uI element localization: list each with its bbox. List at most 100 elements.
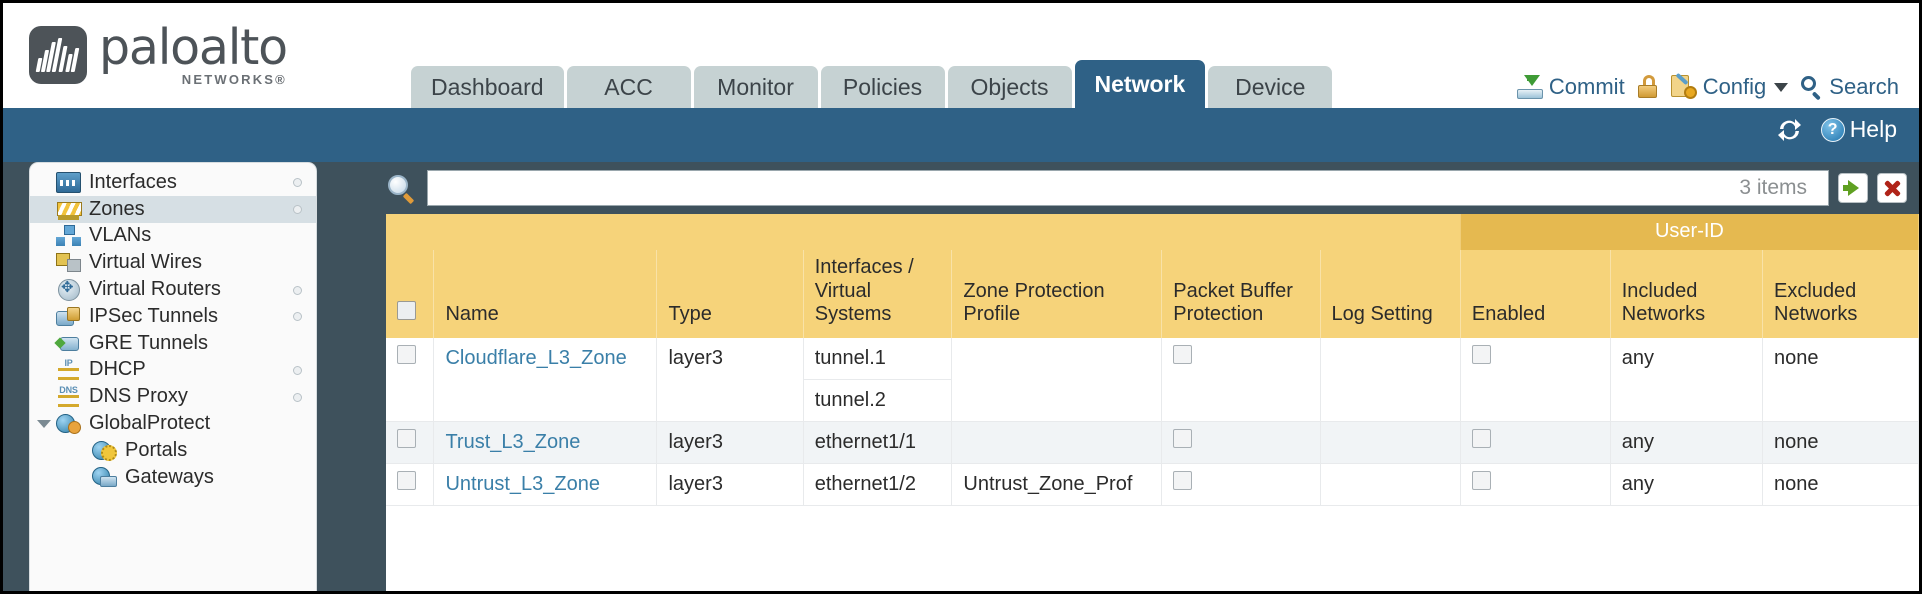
tab-device[interactable]: Device bbox=[1208, 66, 1333, 108]
sidebar-item-gateways[interactable]: Gateways bbox=[30, 464, 316, 491]
column-header-log-setting[interactable]: Log Setting bbox=[1320, 250, 1461, 338]
tab-objects[interactable]: Objects bbox=[947, 66, 1072, 108]
sidebar-item-vlans[interactable]: VLANs bbox=[30, 223, 316, 250]
sidebar-item-label: GlobalProtect bbox=[89, 412, 211, 435]
sidebar-item-status-dot bbox=[293, 178, 302, 188]
zone-name-link[interactable]: Trust_L3_Zone bbox=[445, 430, 581, 453]
config-menu[interactable]: Config bbox=[1670, 72, 1789, 100]
cell-included-networks: any bbox=[1610, 463, 1764, 506]
interface-entry: ethernet1/1 bbox=[814, 430, 916, 453]
column-header-packet-buffer-protection[interactable]: Packet Buffer Protection bbox=[1161, 250, 1321, 338]
filter-input[interactable] bbox=[427, 170, 1829, 206]
help-link[interactable]: ? Help bbox=[1820, 116, 1897, 143]
column-header-zone-protection-profile[interactable]: Zone Protection Profile bbox=[951, 250, 1163, 338]
tab-policies[interactable]: Policies bbox=[820, 66, 945, 108]
sidebar-item-virtual-wires[interactable]: Virtual Wires bbox=[30, 249, 316, 276]
row-select-cell bbox=[386, 337, 435, 422]
clear-filter-button[interactable] bbox=[1877, 173, 1907, 203]
sidebar-item-dns-proxy[interactable]: DNS DNS Proxy bbox=[30, 383, 316, 410]
sidebar-item-interfaces[interactable]: Interfaces bbox=[30, 169, 316, 196]
sidebar-item-portals[interactable]: Portals bbox=[30, 437, 316, 464]
tab-acc[interactable]: ACC bbox=[566, 66, 691, 108]
config-wrench-icon bbox=[1670, 72, 1697, 99]
config-label: Config bbox=[1702, 74, 1767, 99]
commit-download-icon bbox=[1516, 75, 1543, 99]
zone-name-link[interactable]: Untrust_L3_Zone bbox=[445, 472, 600, 495]
column-header-interfaces-virtual-systems[interactable]: Interfaces / Virtual Systems bbox=[803, 250, 953, 338]
sub-toolbar-actions: ? Help bbox=[1776, 116, 1897, 143]
column-header-enabled[interactable]: Enabled bbox=[1460, 250, 1611, 338]
search-label: Search bbox=[1829, 74, 1899, 99]
interface-entry: ethernet1/2 bbox=[814, 472, 916, 495]
cell-log-setting bbox=[1320, 337, 1461, 422]
cell-type: layer3 bbox=[656, 463, 804, 506]
portals-icon bbox=[92, 440, 117, 461]
column-header-type[interactable]: Type bbox=[656, 250, 804, 338]
cell-interfaces: ethernet1/1 bbox=[803, 421, 953, 464]
userid-enabled-checkbox[interactable] bbox=[1471, 428, 1491, 448]
sub-toolbar: ? Help bbox=[3, 108, 1919, 162]
cell-type: layer3 bbox=[656, 337, 804, 422]
tab-network[interactable]: Network bbox=[1074, 60, 1206, 108]
dns-proxy-icon: DNS bbox=[56, 385, 81, 408]
row-select-checkbox[interactable] bbox=[397, 428, 416, 448]
filter-search-icon[interactable] bbox=[386, 171, 420, 205]
sidebar-item-label: Virtual Wires bbox=[89, 251, 202, 274]
apply-filter-button[interactable] bbox=[1838, 173, 1868, 203]
cell-name: Trust_L3_Zone bbox=[433, 421, 658, 464]
virtual-wires-icon bbox=[56, 252, 81, 273]
refresh-icon[interactable] bbox=[1776, 118, 1803, 142]
logo-mark-icon bbox=[29, 25, 87, 84]
tab-monitor[interactable]: Monitor bbox=[693, 66, 818, 108]
cell-userid-enabled bbox=[1460, 463, 1611, 506]
zone-name-link[interactable]: Cloudflare_L3_Zone bbox=[445, 346, 627, 369]
packet-buffer-protection-checkbox[interactable] bbox=[1173, 344, 1193, 364]
sidebar-item-virtual-routers[interactable]: Virtual Routers bbox=[30, 276, 316, 303]
search-button[interactable]: Search bbox=[1801, 74, 1899, 100]
sidebar-item-label: Virtual Routers bbox=[89, 278, 221, 301]
sidebar-item-label: DNS Proxy bbox=[89, 385, 188, 408]
column-header-name[interactable]: Name bbox=[433, 250, 658, 338]
sidebar-item-label: Gateways bbox=[125, 465, 214, 488]
userid-enabled-checkbox[interactable] bbox=[1471, 344, 1491, 364]
column-header-excluded-networks[interactable]: Excluded Networks bbox=[1762, 250, 1919, 338]
chevron-down-icon bbox=[1774, 82, 1789, 92]
cell-zone-protection-profile bbox=[951, 421, 1163, 464]
table-row[interactable]: Untrust_L3_Zone layer3 ethernet1/2 Untrust_… bbox=[386, 463, 1919, 506]
cell-included-networks: any bbox=[1610, 337, 1764, 422]
cell-zone-protection-profile: Untrust_Zone_Prof bbox=[951, 463, 1163, 506]
row-select-checkbox[interactable] bbox=[397, 470, 416, 490]
sidebar-item-label: Portals bbox=[125, 438, 188, 461]
red-x-clear-icon bbox=[1882, 178, 1902, 198]
sidebar-item-globalprotect[interactable]: GlobalProtect bbox=[30, 410, 316, 437]
tab-dashboard[interactable]: Dashboard bbox=[411, 66, 564, 108]
commit-button[interactable]: Commit bbox=[1516, 74, 1625, 100]
row-select-checkbox[interactable] bbox=[397, 344, 416, 364]
packet-buffer-protection-checkbox[interactable] bbox=[1173, 470, 1193, 490]
packet-buffer-protection-checkbox[interactable] bbox=[1173, 428, 1193, 448]
select-all-checkbox[interactable] bbox=[397, 301, 416, 321]
userid-enabled-checkbox[interactable] bbox=[1471, 470, 1491, 490]
filter-bar: 3 items bbox=[386, 162, 1919, 214]
sidebar-item-label: IPSec Tunnels bbox=[89, 304, 218, 327]
row-select-cell bbox=[386, 421, 435, 464]
cell-log-setting bbox=[1320, 421, 1461, 464]
expand-triangle-icon[interactable] bbox=[37, 419, 51, 428]
column-header-included-networks[interactable]: Included Networks bbox=[1610, 250, 1764, 338]
cell-included-networks: any bbox=[1610, 421, 1764, 464]
globalprotect-icon bbox=[56, 413, 81, 435]
sidebar-item-gre-tunnels[interactable]: GRE Tunnels bbox=[30, 330, 316, 357]
cell-zone-protection-profile bbox=[951, 337, 1163, 422]
sidebar-item-ipsec-tunnels[interactable]: IPSec Tunnels bbox=[30, 303, 316, 330]
padlock-icon[interactable] bbox=[1637, 75, 1658, 99]
interface-entry: tunnel.2 bbox=[814, 388, 886, 411]
sidebar-item-status-dot bbox=[293, 392, 302, 402]
help-label: Help bbox=[1849, 116, 1897, 142]
sidebar-item-zones[interactable]: Zones bbox=[30, 195, 316, 223]
